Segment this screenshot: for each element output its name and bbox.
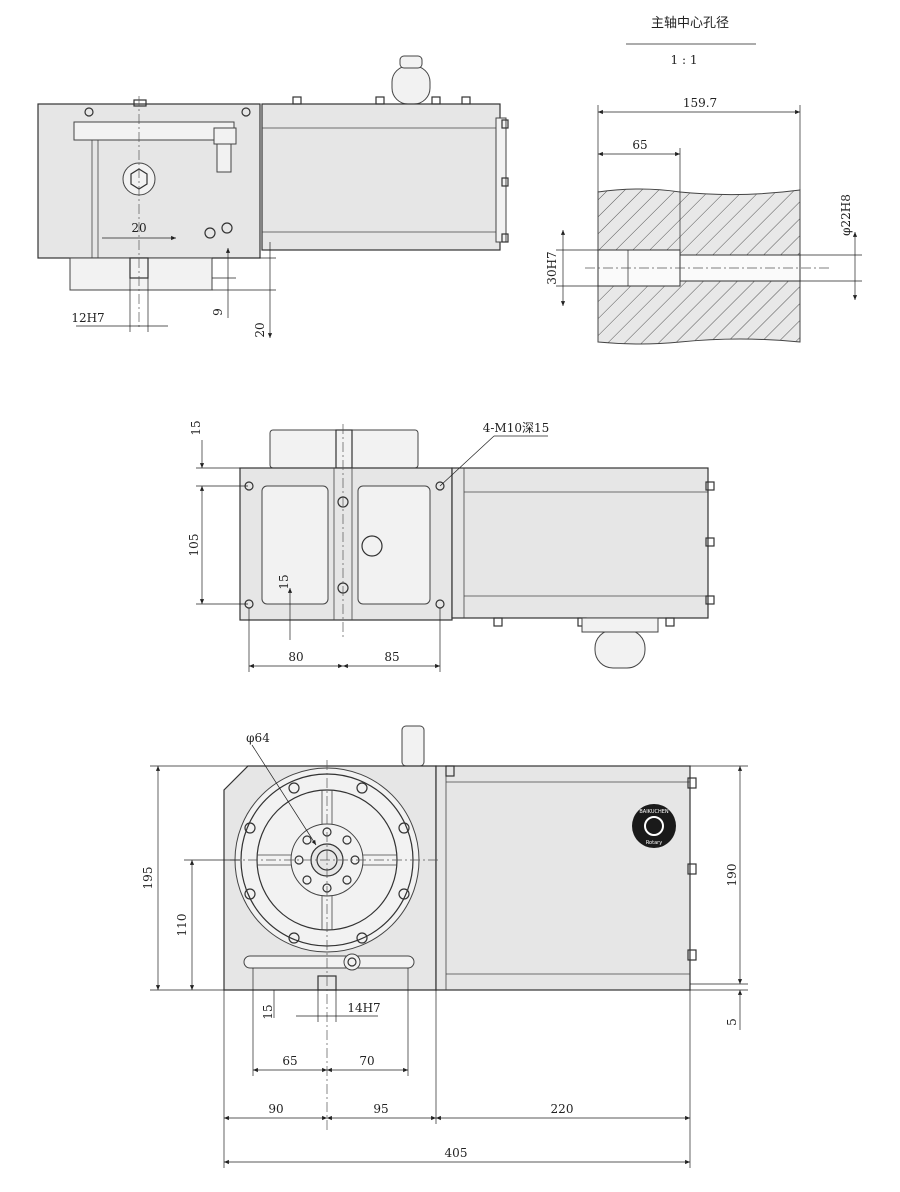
dim-20-vertical: 20: [253, 322, 267, 337]
dim-195: 195: [141, 867, 155, 890]
dim-80: 80: [288, 650, 303, 664]
detail-title: 主轴中心孔径: [651, 16, 729, 31]
front-cable-fitting: [401, 725, 425, 767]
dim-15-inner: 15: [277, 574, 291, 589]
dim-95: 95: [373, 1102, 388, 1116]
top-table-disk: [269, 429, 419, 469]
dim-220: 220: [551, 1102, 574, 1116]
label-4-m10: 4-M10深15: [483, 421, 550, 435]
dim-20-side: 20: [131, 221, 146, 235]
dim-12h7: 12H7: [71, 311, 104, 325]
dim-110: 110: [175, 914, 189, 937]
detail-scale: 1 : 1: [671, 53, 698, 67]
dim-phi64: φ64: [246, 731, 270, 745]
logo-sub: Rotary: [646, 840, 662, 846]
front-motor-housing: [435, 765, 691, 991]
dim-15-top: 15: [189, 420, 203, 435]
dim-30h7: 30H7: [545, 251, 559, 284]
dim-70: 70: [359, 1054, 374, 1068]
side-motor-housing: [261, 103, 501, 251]
holes-leader: [439, 435, 495, 487]
dim-105: 105: [187, 534, 201, 557]
dim-159-7: 159.7: [683, 96, 717, 110]
dim-65-detail: 65: [632, 138, 647, 152]
top-cable-gland: [594, 629, 646, 669]
dim-405: 405: [445, 1146, 468, 1160]
front-view: BAIKUCHEN Rotary: [141, 725, 748, 1168]
dim-190: 190: [725, 864, 739, 887]
top-motor-housing: [451, 467, 709, 619]
logo-text: BAIKUCHEN: [639, 809, 669, 815]
detail-section: 主轴中心孔径 1 : 1 159.7 65 30H7 φ22H8: [545, 16, 862, 345]
front-t-slot: [243, 955, 415, 969]
dim-15-front: 15: [261, 1004, 275, 1019]
side-table-base: [69, 257, 213, 291]
lock-knob: [343, 953, 361, 971]
side-view: 20 12H7 9 20: [37, 55, 509, 338]
dim-90: 90: [268, 1102, 283, 1116]
dim-14h7: 14H7: [347, 1001, 380, 1015]
dim-5: 5: [725, 1018, 739, 1026]
dim-9: 9: [211, 308, 225, 316]
top-view: 4-M10深15 15 105 15 80 85: [187, 420, 715, 672]
brand-logo: [632, 804, 676, 848]
side-cable-gland: [391, 65, 431, 105]
dim-65-front: 65: [282, 1054, 297, 1068]
dim-phi22h8: φ22H8: [839, 194, 853, 236]
dim-85: 85: [384, 650, 399, 664]
